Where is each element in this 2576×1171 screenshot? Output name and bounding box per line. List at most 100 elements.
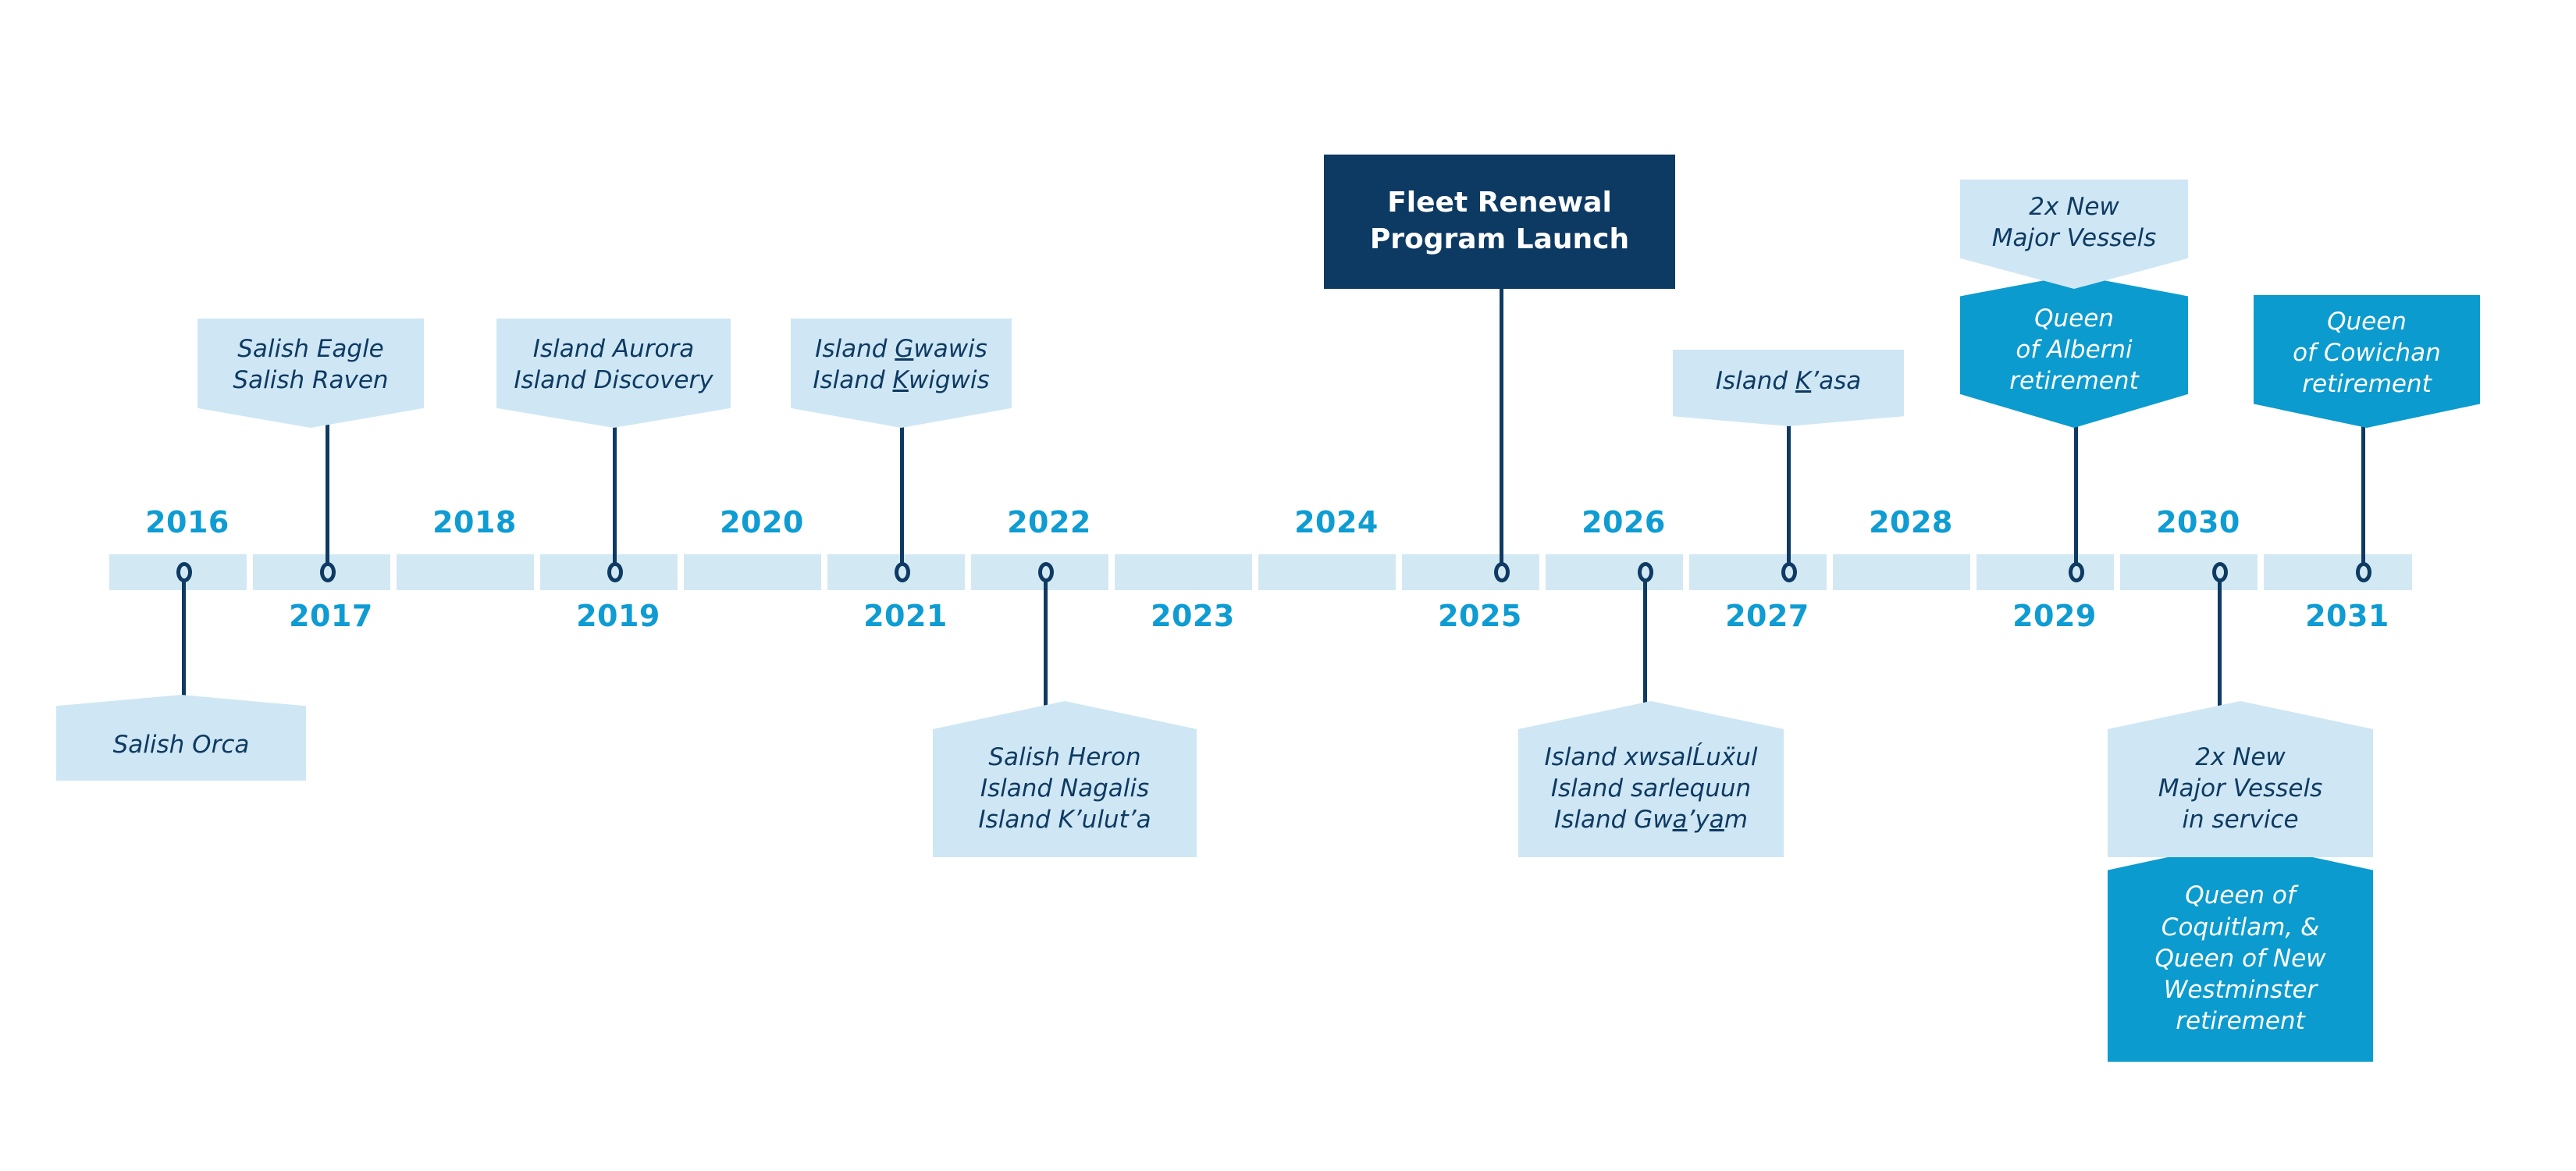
year-label-2019: 2019 [576, 599, 660, 633]
event-line: of Alberni [2016, 335, 2133, 364]
year-label-2028: 2028 [1869, 505, 1953, 539]
timeline-dot-2027[interactable] [1781, 562, 1797, 582]
event-line: 2x New [2195, 742, 2286, 771]
connector-2027 [1787, 422, 1791, 574]
event-line: of Cowichan [2293, 338, 2441, 367]
year-label-2020: 2020 [720, 505, 804, 539]
event-line: Island Discovery [514, 366, 713, 394]
underlined-glyph: a [1672, 806, 1688, 835]
event-line: Salish Eagle [237, 334, 384, 363]
year-label-2021: 2021 [863, 599, 948, 633]
event-box-new-major-vessels-service-2030[interactable]: 2x New Major Vessels in service [2108, 701, 2373, 857]
event-line: Island sarlequun [1550, 774, 1752, 803]
event-line: retirement [2176, 1007, 2305, 1036]
event-box-island-gwawis-kwigwis[interactable]: Island Gwawis Island Kwigwis [791, 319, 1012, 428]
underlined-glyph: G [895, 334, 914, 363]
year-label-2029: 2029 [2012, 599, 2097, 633]
event-line: Fleet Renewal [1387, 187, 1612, 219]
event-line: Major Vessels [2158, 774, 2323, 803]
timeline-segment [1833, 554, 1970, 590]
timeline-dot-2031[interactable] [2356, 562, 2371, 582]
event-box-queen-cowichan-retirement[interactable]: Queen of Cowichan retirement [2254, 295, 2480, 428]
connector-2016 [182, 572, 186, 705]
event-box-new-major-vessels-2029[interactable]: 2x New Major Vessels [1960, 180, 2188, 289]
event-line: Salish Raven [233, 366, 389, 394]
timeline-segment [1976, 554, 2114, 590]
timeline-segment [2120, 554, 2258, 590]
year-label-2025: 2025 [1438, 599, 1522, 633]
event-line: Westminster [2163, 976, 2318, 1005]
year-label-2016: 2016 [145, 505, 229, 539]
event-line: Island Kwigwis [813, 366, 990, 394]
event-box-queen-coquitlam-westminster-retirement[interactable]: Queen of Coquitlam, & Queen of New Westm… [2108, 842, 2373, 1062]
event-line: Salish Heron [988, 742, 1141, 771]
timeline-segment [2264, 554, 2412, 590]
timeline-dot-2021[interactable] [895, 562, 910, 582]
timeline-dot-2019[interactable] [607, 562, 623, 582]
year-label-2031: 2031 [2305, 599, 2389, 633]
event-line: Island K’asa [1715, 366, 1862, 395]
event-line: Salish Orca [112, 730, 250, 759]
event-line: Queen of New [2154, 944, 2326, 973]
event-box-island-aurora-discovery[interactable]: Island Aurora Island Discovery [496, 319, 731, 428]
event-box-salish-orca[interactable]: Salish Orca [56, 695, 306, 781]
event-box-salish-heron-group[interactable]: Salish Heron Island Nagalis Island K’ulu… [933, 701, 1197, 857]
event-line: Island xwsalĹuẍul [1544, 742, 1758, 771]
event-line: in service [2182, 806, 2299, 835]
timeline-dot-2025[interactable] [1494, 562, 1510, 582]
timeline-segment [684, 554, 821, 590]
timeline-segment [1546, 554, 1683, 590]
year-label-2017: 2017 [289, 599, 373, 633]
connector-2031 [2361, 295, 2365, 575]
event-line: Island Aurora [532, 334, 695, 363]
year-label-2030: 2030 [2156, 505, 2240, 539]
timeline-dot-2016[interactable] [176, 562, 192, 582]
event-line: Queen [2327, 307, 2407, 336]
year-label-2027: 2027 [1725, 599, 1809, 633]
connector-2030 [2218, 572, 2222, 709]
timeline-dot-2029[interactable] [2069, 562, 2084, 582]
year-label-2018: 2018 [432, 505, 517, 539]
timeline-segment [1402, 554, 1539, 590]
connector-2029 [2074, 422, 2078, 574]
event-line: Island Gwawis [815, 334, 987, 363]
connector-2021 [900, 422, 904, 574]
event-box-fleet-renewal-launch[interactable]: Fleet Renewal Program Launch [1324, 155, 1675, 289]
connector-2019 [613, 422, 617, 574]
connector-2017 [326, 422, 329, 574]
year-label-2024: 2024 [1294, 505, 1379, 539]
year-label-2022: 2022 [1007, 505, 1091, 539]
event-line: Queen [2034, 304, 2114, 333]
underlined-glyph: a [1709, 806, 1724, 835]
event-box-queen-alberni-retirement[interactable]: Queen of Alberni retirement [1960, 275, 2188, 428]
event-line: retirement [2302, 370, 2432, 399]
timeline-dot-2026[interactable] [1638, 562, 1653, 582]
event-line: Queen of [2185, 881, 2296, 910]
connector-2026 [1643, 572, 1647, 713]
year-label-2026: 2026 [1582, 505, 1666, 539]
event-line: Major Vessels [1991, 224, 2157, 252]
event-box-island-kasa[interactable]: Island K’asa [1673, 350, 1904, 426]
timeline-bar [109, 554, 2412, 590]
timeline-dot-2022[interactable] [1038, 562, 1054, 582]
underlined-glyph: K [1795, 366, 1812, 395]
timeline-segment [397, 554, 534, 590]
event-line: Island Nagalis [980, 774, 1150, 803]
event-line: retirement [2009, 367, 2139, 396]
timeline-segment [1115, 554, 1252, 590]
event-line: Program Launch [1369, 223, 1630, 255]
timeline-dot-2030[interactable] [2212, 562, 2228, 582]
event-line: Coquitlam, & [2161, 913, 2320, 941]
connector-2022 [1044, 572, 1048, 713]
event-line: Island K’ulut’a [978, 806, 1151, 835]
event-box-salish-eagle-raven[interactable]: Salish Eagle Salish Raven [197, 319, 424, 428]
timeline-segment [1258, 554, 1396, 590]
event-box-island-xwsalu-group[interactable]: Island xwsalĹuẍul Island sarlequun Islan… [1518, 701, 1784, 857]
year-label-2023: 2023 [1151, 599, 1235, 633]
timeline-dot-2017[interactable] [320, 562, 336, 582]
event-line: 2x New [2029, 192, 2119, 221]
connector-2025 [1500, 287, 1503, 575]
underlined-glyph: K [892, 366, 909, 394]
event-line: Island Gwa’yam [1554, 806, 1748, 835]
